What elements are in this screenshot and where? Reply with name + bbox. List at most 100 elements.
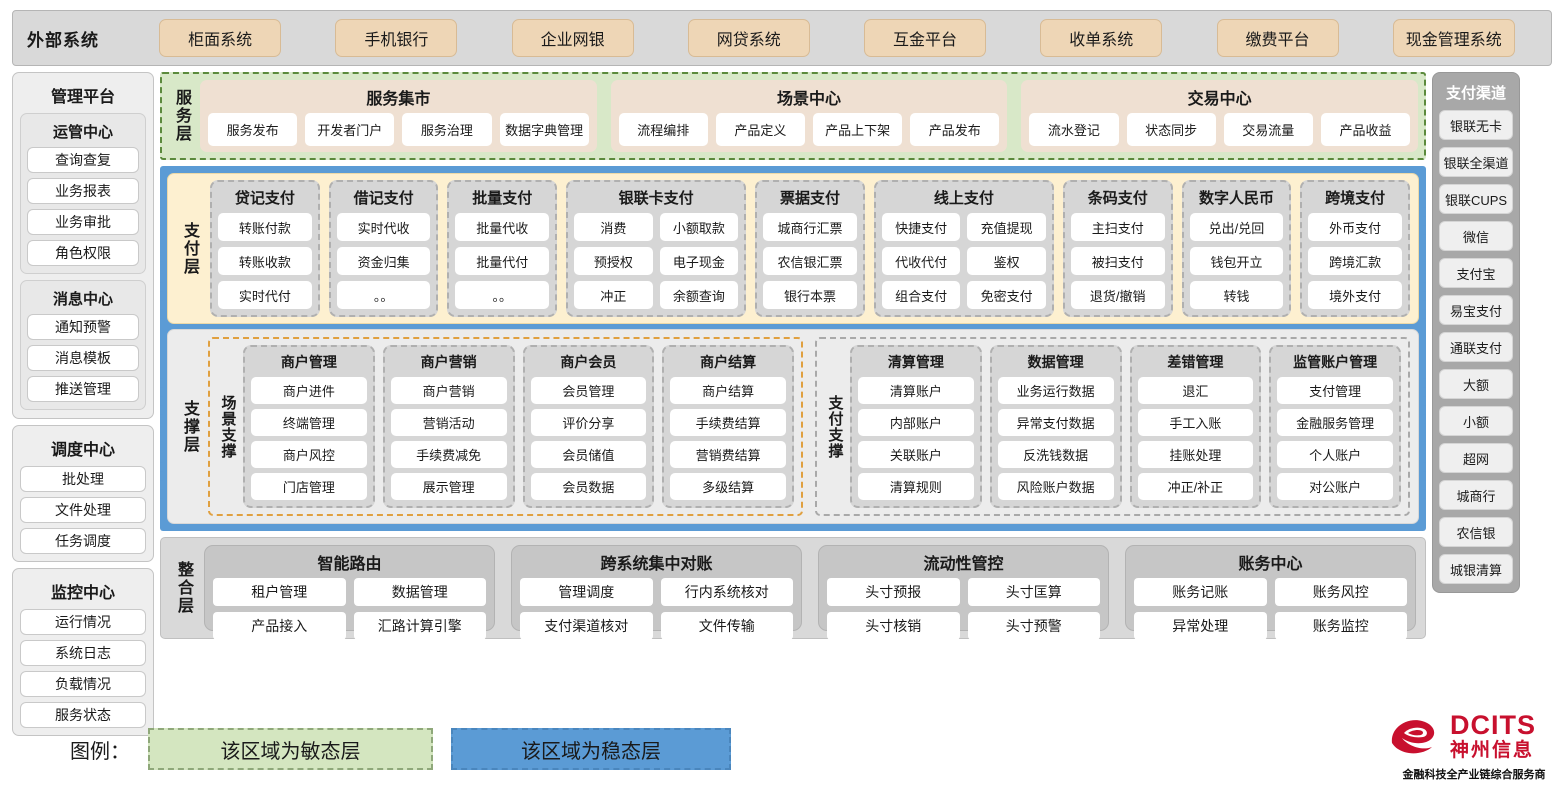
integration-item-汇路计算引擎[interactable]: 汇路计算引擎 <box>353 612 486 640</box>
payment-item-快捷支付[interactable]: 快捷支付 <box>881 213 961 241</box>
support-item-个人账户[interactable]: 个人账户 <box>1277 441 1393 468</box>
support-item-商户风控[interactable]: 商户风控 <box>251 441 367 468</box>
payment-channel-item[interactable]: 小额 <box>1439 406 1513 436</box>
integration-item-管理调度[interactable]: 管理调度 <box>520 578 653 606</box>
payment-item-主扫支付[interactable]: 主扫支付 <box>1070 213 1165 241</box>
integration-item-头寸预警[interactable]: 头寸预警 <box>967 612 1100 640</box>
support-item-对公账户[interactable]: 对公账户 <box>1277 473 1393 500</box>
service-item-产品收益[interactable]: 产品收益 <box>1320 113 1411 146</box>
payment-channel-item[interactable]: 微信 <box>1439 221 1513 251</box>
payment-channel-item[interactable]: 易宝支付 <box>1439 295 1513 325</box>
service-item-产品定义[interactable]: 产品定义 <box>715 113 806 146</box>
support-item-营销活动[interactable]: 营销活动 <box>390 409 507 436</box>
external-system-chip[interactable]: 收单系统 <box>1040 19 1163 57</box>
integration-item-文件传输[interactable]: 文件传输 <box>660 612 793 640</box>
support-item-评价分享[interactable]: 评价分享 <box>530 409 647 436</box>
support-item-会员管理[interactable]: 会员管理 <box>530 377 647 404</box>
support-item-门店管理[interactable]: 门店管理 <box>251 473 367 500</box>
payment-item-电子现金[interactable]: 电子现金 <box>659 247 739 275</box>
payment-item-充值提现[interactable]: 充值提现 <box>967 213 1046 241</box>
payment-item-实时代付[interactable]: 实时代付 <box>218 281 312 309</box>
support-item-展示管理[interactable]: 展示管理 <box>390 473 507 500</box>
sidebar-item-角色权限[interactable]: 角色权限 <box>27 240 139 266</box>
support-item-商户营销[interactable]: 商户营销 <box>390 377 507 404</box>
service-item-开发者门户[interactable]: 开发者门户 <box>305 113 395 146</box>
payment-item-城商行汇票[interactable]: 城商行汇票 <box>763 213 857 241</box>
support-item-手续费减免[interactable]: 手续费减免 <box>390 441 507 468</box>
service-item-流程编排[interactable]: 流程编排 <box>618 113 708 146</box>
sidebar-item-文件处理[interactable]: 文件处理 <box>20 497 146 523</box>
sidebar-item-业务审批[interactable]: 业务审批 <box>27 209 139 235</box>
service-item-服务治理[interactable]: 服务治理 <box>402 113 492 146</box>
sidebar-item-推送管理[interactable]: 推送管理 <box>27 376 139 402</box>
sidebar-item-查询查复[interactable]: 查询查复 <box>27 147 139 173</box>
support-item-商户进件[interactable]: 商户进件 <box>251 377 367 404</box>
sidebar-item-消息模板[interactable]: 消息模板 <box>27 345 139 371</box>
service-item-状态同步[interactable]: 状态同步 <box>1126 113 1216 146</box>
payment-item-。。[interactable]: 。。 <box>336 281 431 309</box>
support-item-多级结算[interactable]: 多级结算 <box>670 473 786 500</box>
integration-item-头寸核销[interactable]: 头寸核销 <box>827 612 960 640</box>
payment-item-跨境汇款[interactable]: 跨境汇款 <box>1308 247 1403 275</box>
integration-item-支付渠道核对[interactable]: 支付渠道核对 <box>520 612 653 640</box>
integration-item-账务监控[interactable]: 账务监控 <box>1274 612 1407 640</box>
payment-item-批量代付[interactable]: 批量代付 <box>455 247 550 275</box>
payment-item-冲正[interactable]: 冲正 <box>574 281 653 309</box>
support-item-业务运行数据[interactable]: 业务运行数据 <box>997 377 1114 404</box>
support-item-会员数据[interactable]: 会员数据 <box>530 473 647 500</box>
external-system-chip[interactable]: 柜面系统 <box>159 19 282 57</box>
sidebar-item-系统日志[interactable]: 系统日志 <box>20 640 146 666</box>
integration-item-产品接入[interactable]: 产品接入 <box>213 612 346 640</box>
payment-item-转账付款[interactable]: 转账付款 <box>218 213 312 241</box>
support-item-终端管理[interactable]: 终端管理 <box>251 409 367 436</box>
sidebar-item-通知预警[interactable]: 通知预警 <box>27 314 139 340</box>
service-item-数据字典管理[interactable]: 数据字典管理 <box>499 113 589 146</box>
payment-channel-item[interactable]: 银联CUPS <box>1439 184 1513 214</box>
sidebar-item-业务报表[interactable]: 业务报表 <box>27 178 139 204</box>
support-item-金融服务管理[interactable]: 金融服务管理 <box>1277 409 1393 436</box>
integration-item-数据管理[interactable]: 数据管理 <box>353 578 486 606</box>
support-item-关联账户[interactable]: 关联账户 <box>858 441 974 468</box>
payment-item-余额查询[interactable]: 余额查询 <box>659 281 739 309</box>
sidebar-item-任务调度[interactable]: 任务调度 <box>20 528 146 554</box>
support-item-内部账户[interactable]: 内部账户 <box>858 409 974 436</box>
payment-item-预授权[interactable]: 预授权 <box>574 247 653 275</box>
service-item-产品上下架[interactable]: 产品上下架 <box>813 113 903 146</box>
service-item-产品发布[interactable]: 产品发布 <box>910 113 1000 146</box>
payment-channel-item[interactable]: 银联无卡 <box>1439 110 1513 140</box>
support-item-挂账处理[interactable]: 挂账处理 <box>1137 441 1254 468</box>
support-item-清算账户[interactable]: 清算账户 <box>858 377 974 404</box>
external-system-chip[interactable]: 手机银行 <box>335 19 458 57</box>
payment-channel-item[interactable]: 大额 <box>1439 369 1513 399</box>
support-item-手续费结算[interactable]: 手续费结算 <box>670 409 786 436</box>
support-item-手工入账[interactable]: 手工入账 <box>1137 409 1254 436</box>
payment-item-消费[interactable]: 消费 <box>574 213 653 241</box>
payment-item-组合支付[interactable]: 组合支付 <box>881 281 961 309</box>
payment-channel-item[interactable]: 通联支付 <box>1439 332 1513 362</box>
external-system-chip[interactable]: 企业网银 <box>511 19 634 57</box>
support-item-异常支付数据[interactable]: 异常支付数据 <box>997 409 1114 436</box>
payment-item-批量代收[interactable]: 批量代收 <box>455 213 550 241</box>
support-item-支付管理[interactable]: 支付管理 <box>1277 377 1393 404</box>
service-item-交易流量[interactable]: 交易流量 <box>1223 113 1313 146</box>
payment-channel-item[interactable]: 银联全渠道 <box>1439 147 1513 177</box>
payment-item-代收代付[interactable]: 代收代付 <box>881 247 961 275</box>
integration-item-行内系统核对[interactable]: 行内系统核对 <box>660 578 793 606</box>
payment-item-鉴权[interactable]: 鉴权 <box>967 247 1046 275</box>
support-item-反洗钱数据[interactable]: 反洗钱数据 <box>997 441 1114 468</box>
integration-item-头寸匡算[interactable]: 头寸匡算 <box>967 578 1100 606</box>
integration-item-账务记账[interactable]: 账务记账 <box>1134 578 1267 606</box>
integration-item-头寸预报[interactable]: 头寸预报 <box>827 578 960 606</box>
integration-item-租户管理[interactable]: 租户管理 <box>213 578 346 606</box>
external-system-chip[interactable]: 缴费平台 <box>1216 19 1339 57</box>
support-item-营销费结算[interactable]: 营销费结算 <box>670 441 786 468</box>
support-item-会员储值[interactable]: 会员储值 <box>530 441 647 468</box>
sidebar-item-负载情况[interactable]: 负载情况 <box>20 671 146 697</box>
payment-item-被扫支付[interactable]: 被扫支付 <box>1070 247 1165 275</box>
payment-channel-item[interactable]: 城商行 <box>1439 480 1513 510</box>
payment-item-小额取款[interactable]: 小额取款 <box>659 213 739 241</box>
payment-item-外币支付[interactable]: 外币支付 <box>1308 213 1403 241</box>
support-item-冲正/补正[interactable]: 冲正/补正 <box>1137 473 1254 500</box>
payment-item-免密支付[interactable]: 免密支付 <box>967 281 1046 309</box>
payment-channel-item[interactable]: 城银清算 <box>1439 554 1513 584</box>
